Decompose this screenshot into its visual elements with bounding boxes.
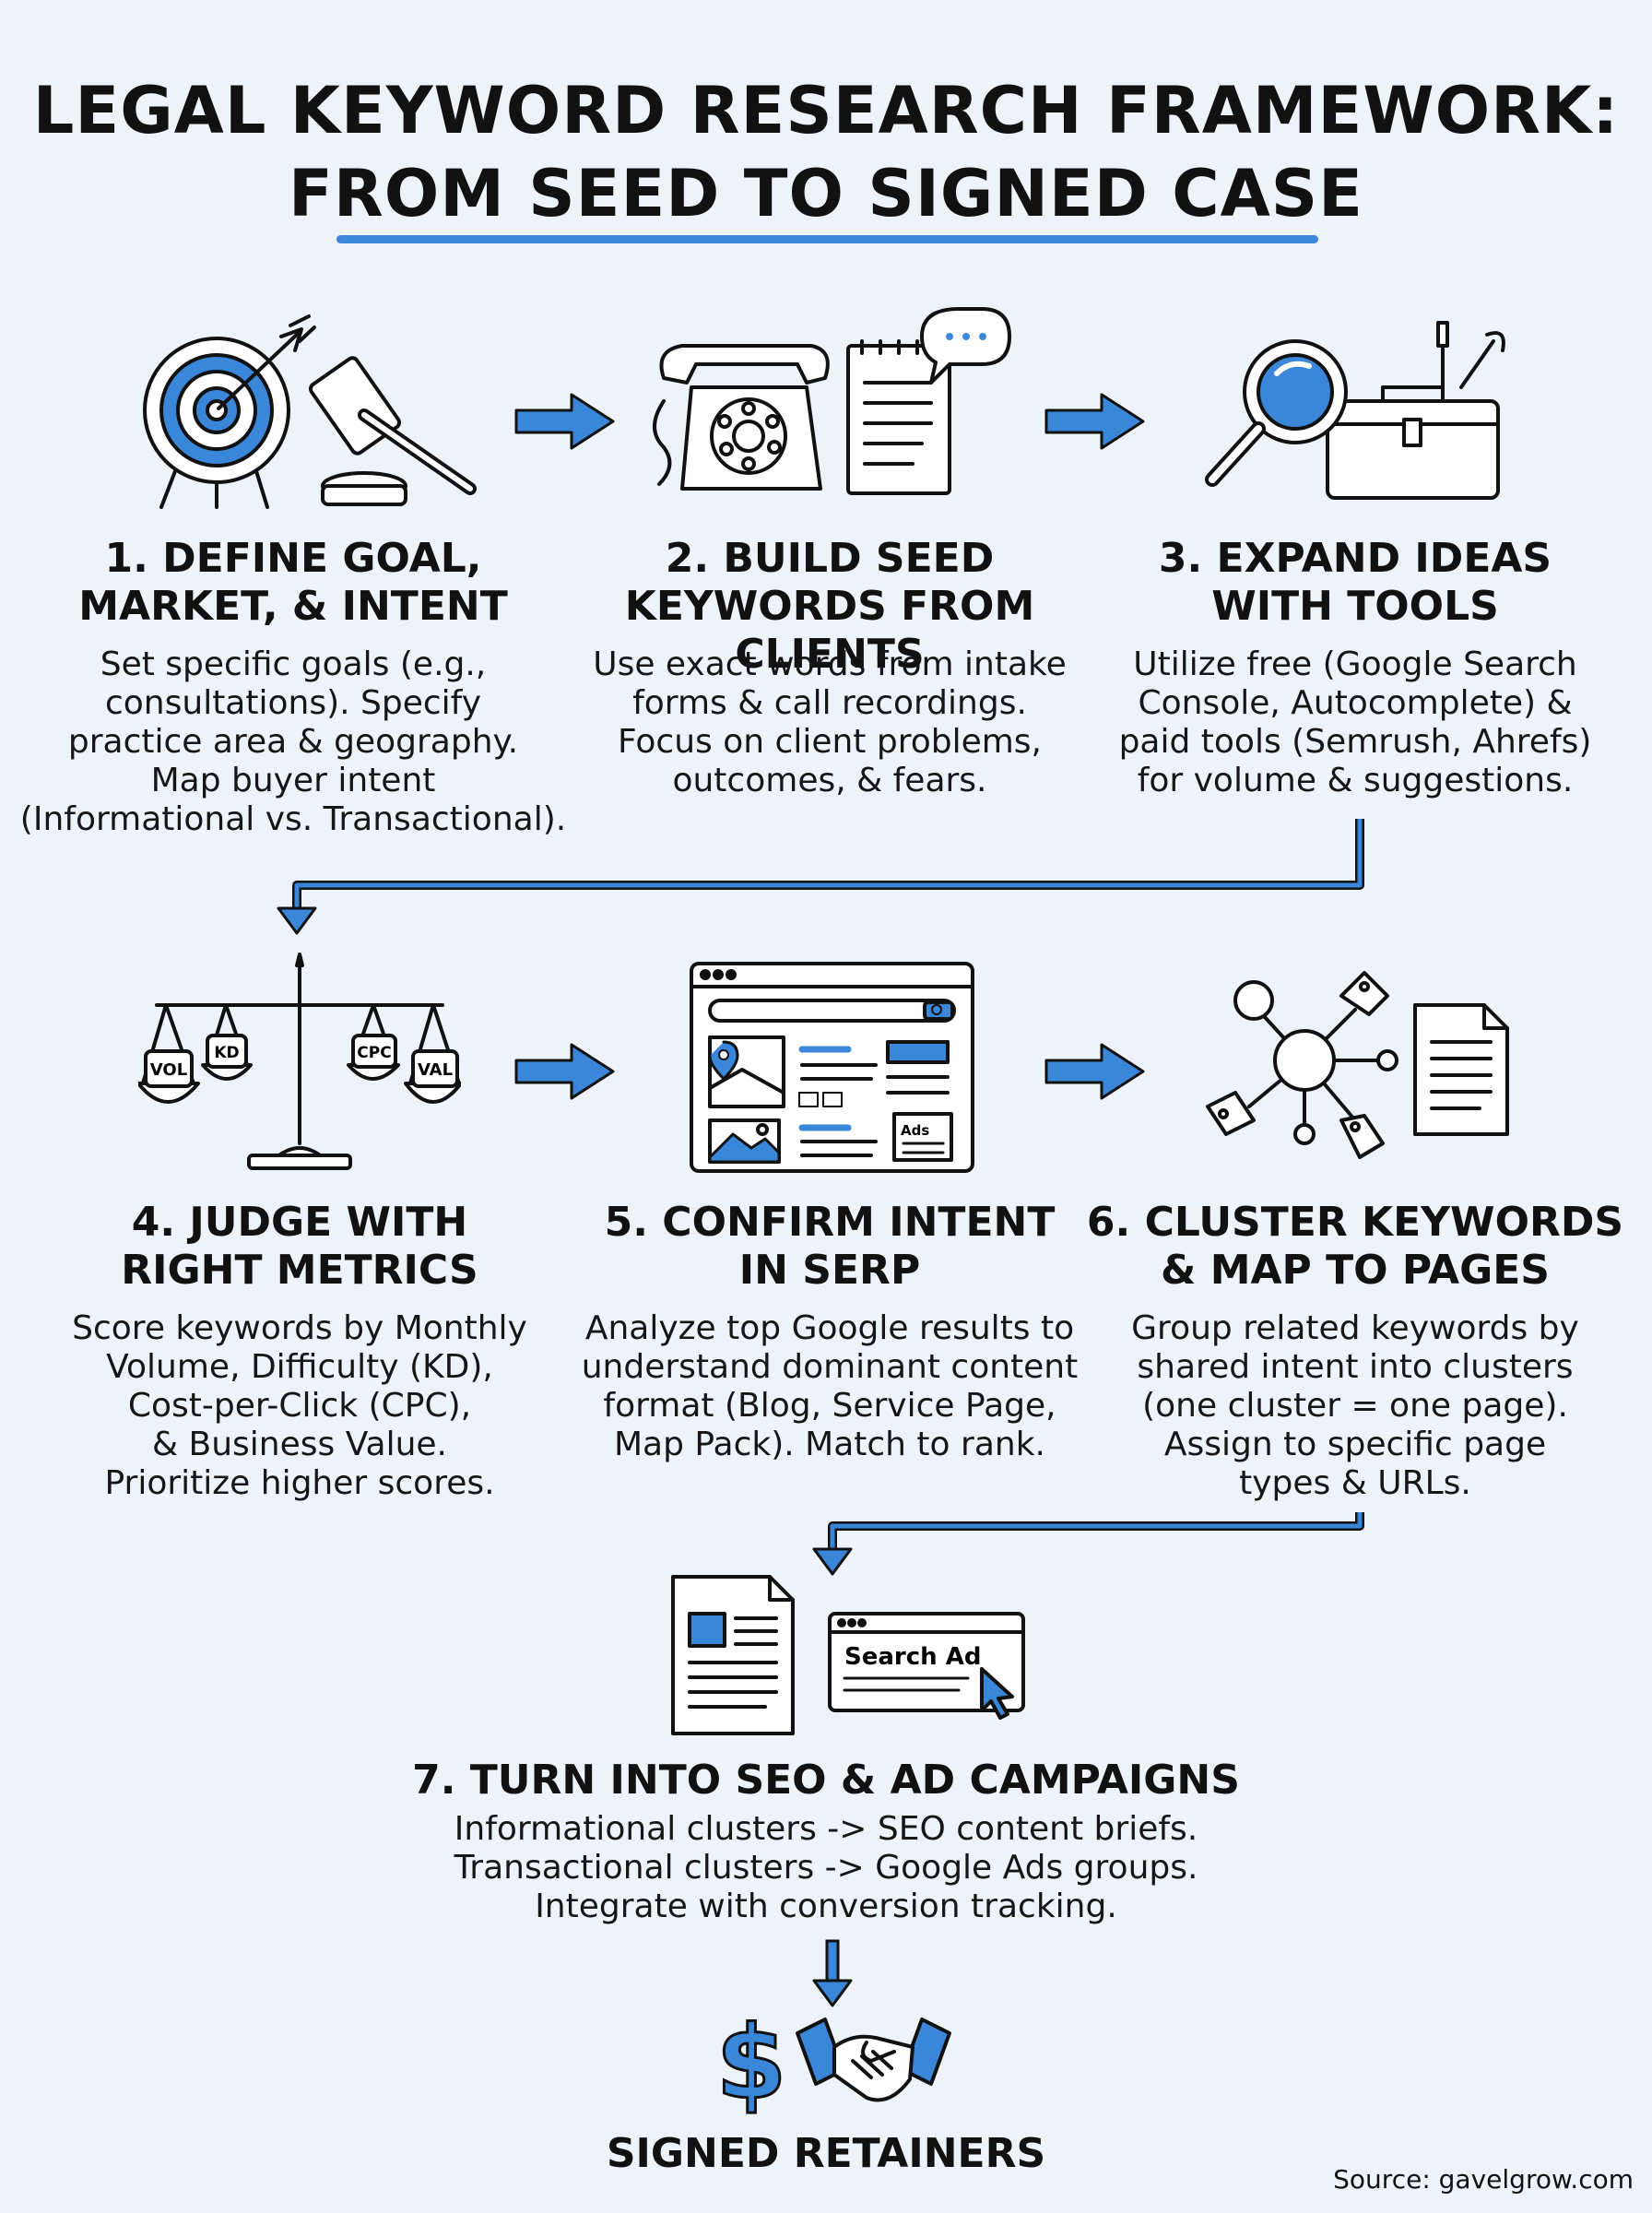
- step-5-desc: Analyze top Google results to understand…: [581, 1309, 1079, 1463]
- step-5-title: 5. CONFIRM INTENT IN SERP: [604, 1199, 1056, 1294]
- content-ad-icon: Search Ad: [671, 1575, 1025, 1735]
- step-4-desc: Score keywords by Monthly Volume, Diffic…: [72, 1309, 527, 1502]
- page-title-line1: LEGAL KEYWORD RESEARCH FRAMEWORK:: [32, 73, 1620, 148]
- page-title-line2: FROM SEED TO SIGNED CASE: [289, 156, 1363, 231]
- connector-6-7: [812, 1512, 1364, 1576]
- arrow-right-1-2: [514, 393, 615, 450]
- dollar-sign-icon: $: [716, 2006, 787, 2116]
- step-1-desc: Set specific goals (e.g., consultations)…: [19, 645, 567, 838]
- cluster-network-icon: [1206, 971, 1509, 1159]
- serp-browser-icon: Ads: [690, 962, 974, 1173]
- step-3-title: 3. EXPAND IDEAS WITH TOOLS: [1158, 535, 1552, 630]
- target-gavel-icon: [143, 314, 477, 509]
- weight-kd-label: KD: [214, 1044, 239, 1062]
- arrow-right-5-6: [1044, 1043, 1145, 1100]
- signed-retainers-label: SIGNED RETAINERS: [606, 2130, 1046, 2177]
- connector-3-4: [277, 819, 1364, 935]
- step-6-title: 6. CLUSTER KEYWORDS & MAP TO PAGES: [1086, 1199, 1624, 1294]
- step-7-desc: Informational clusters -> SEO content br…: [454, 1810, 1198, 1925]
- magnifier-toolbox-icon: [1205, 321, 1505, 500]
- arrow-right-2-3: [1044, 393, 1145, 450]
- weight-val-label: VAL: [418, 1060, 453, 1080]
- title-underline: [336, 235, 1318, 243]
- weight-vol-label: VOL: [150, 1060, 187, 1080]
- step-2-desc: Use exact words from intake forms & call…: [593, 645, 1067, 799]
- phone-notepad-icon: [653, 307, 1011, 495]
- arrow-right-4-5: [514, 1043, 615, 1100]
- weight-cpc-label: CPC: [357, 1044, 391, 1062]
- ads-box-label: Ads: [901, 1122, 929, 1139]
- step-1-title: 1. DEFINE GOAL, MARKET, & INTENT: [78, 535, 508, 630]
- source-credit: Source: gavelgrow.com: [1333, 2164, 1634, 2195]
- step-3-desc: Utilize free (Google Search Console, Aut…: [1118, 645, 1592, 799]
- dollar-handshake-icon: $: [714, 2006, 951, 2116]
- search-ad-label: Search Ad: [844, 1643, 981, 1671]
- scales-metrics-icon: VOL KD CPC VAL: [138, 953, 461, 1170]
- step-4-title: 4. JUDGE WITH RIGHT METRICS: [121, 1199, 478, 1294]
- step-2-title: 2. BUILD SEED KEYWORDS FROM CLIENTS: [624, 535, 1035, 678]
- step-6-desc: Group related keywords by shared intent …: [1131, 1309, 1579, 1502]
- step-7-title: 7. TURN INTO SEO & AD CAMPAIGNS: [412, 1757, 1240, 1804]
- arrow-down-7-final: [812, 1939, 853, 2007]
